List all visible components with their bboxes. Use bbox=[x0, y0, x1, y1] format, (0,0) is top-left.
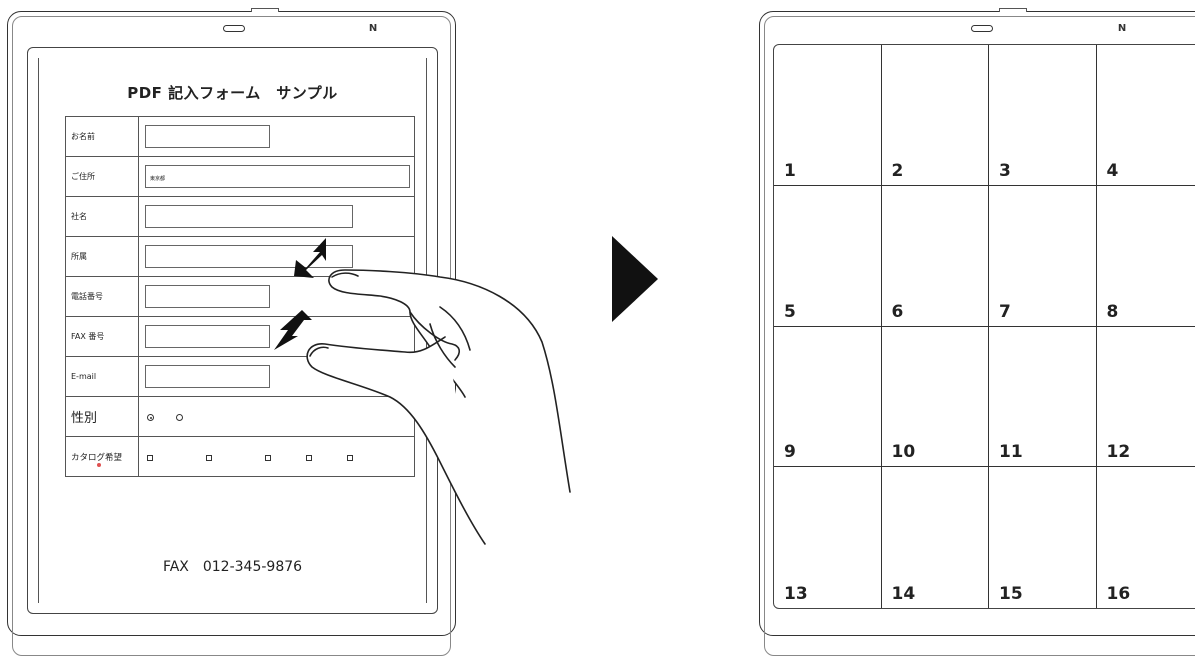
page-number: 7 bbox=[999, 302, 1011, 322]
catalog-checkbox-1[interactable] bbox=[147, 455, 153, 461]
page-number: 3 bbox=[999, 161, 1011, 181]
label-company: 社名 bbox=[66, 197, 139, 237]
form-title: PDF 記入フォーム サンプル bbox=[28, 82, 437, 103]
page-number: 6 bbox=[892, 302, 904, 322]
page-number: 12 bbox=[1107, 442, 1131, 462]
name-input[interactable] bbox=[145, 125, 270, 148]
form-row-address: ご住所 東京都 bbox=[66, 157, 415, 197]
email-input[interactable] bbox=[145, 365, 270, 388]
thumbnail-page[interactable]: 16 bbox=[1097, 467, 1195, 608]
page-number: 2 bbox=[892, 161, 904, 181]
address-input[interactable]: 東京都 bbox=[145, 165, 410, 188]
thumbnail-page[interactable]: 1 bbox=[774, 45, 882, 186]
page-number: 16 bbox=[1107, 584, 1131, 604]
company-input[interactable] bbox=[145, 205, 353, 228]
phone-input[interactable] bbox=[145, 285, 270, 308]
thumbnail-page[interactable]: 9 bbox=[774, 327, 882, 468]
thumbnail-page[interactable]: 2 bbox=[882, 45, 990, 186]
thumbnail-page[interactable]: 8 bbox=[1097, 186, 1195, 327]
thumbnail-page[interactable]: 11 bbox=[989, 327, 1097, 468]
thumbnail-page[interactable]: 7 bbox=[989, 186, 1097, 327]
pinch-in-gesture-icon bbox=[270, 232, 580, 552]
label-department: 所属 bbox=[66, 237, 139, 277]
page-number: 8 bbox=[1107, 302, 1119, 322]
page-number: 4 bbox=[1107, 161, 1119, 181]
required-dot bbox=[97, 463, 101, 467]
power-button bbox=[999, 8, 1027, 12]
thumbnail-page[interactable]: 15 bbox=[989, 467, 1097, 608]
label-address: ご住所 bbox=[66, 157, 139, 197]
fax-number-text: FAX 012-345-9876 bbox=[28, 556, 437, 576]
thumbnail-page[interactable]: 4 bbox=[1097, 45, 1195, 186]
page-number: 9 bbox=[784, 442, 796, 462]
page-number: 5 bbox=[784, 302, 796, 322]
page-number: 13 bbox=[784, 584, 808, 604]
thumbnail-page[interactable]: 5 bbox=[774, 186, 882, 327]
nfc-icon: N bbox=[368, 23, 378, 35]
page-number: 1 bbox=[784, 161, 796, 181]
thumbnail-page[interactable]: 3 bbox=[989, 45, 1097, 186]
label-name: お名前 bbox=[66, 117, 139, 157]
label-phone: 電話番号 bbox=[66, 277, 139, 317]
page-number: 11 bbox=[999, 442, 1023, 462]
label-email: E-mail bbox=[66, 357, 139, 397]
thumbnail-page[interactable]: 6 bbox=[882, 186, 990, 327]
play-arrow-icon bbox=[612, 236, 660, 322]
thumbnail-page[interactable]: 10 bbox=[882, 327, 990, 468]
tablet-device-thumbnail-view: N 1 2 3 4 5 6 7 8 9 10 11 12 13 14 15 16 bbox=[759, 11, 1195, 636]
power-button bbox=[251, 8, 279, 12]
thumbnail-page[interactable]: 12 bbox=[1097, 327, 1195, 468]
label-gender: 性別 bbox=[66, 397, 139, 437]
fax-input[interactable] bbox=[145, 325, 270, 348]
catalog-checkbox-2[interactable] bbox=[206, 455, 212, 461]
thumbnail-page[interactable]: 13 bbox=[774, 467, 882, 608]
page-number: 15 bbox=[999, 584, 1023, 604]
form-row-company: 社名 bbox=[66, 197, 415, 237]
label-fax: FAX 番号 bbox=[66, 317, 139, 357]
gender-radio-2[interactable] bbox=[176, 414, 183, 421]
page-number: 14 bbox=[892, 584, 916, 604]
nfc-icon: N bbox=[1117, 23, 1127, 35]
speaker-slot bbox=[223, 25, 245, 32]
page-thumbnail-grid: 1 2 3 4 5 6 7 8 9 10 11 12 13 14 15 16 bbox=[773, 44, 1195, 609]
page-number: 10 bbox=[892, 442, 916, 462]
label-catalog: カタログ希望 bbox=[66, 437, 139, 477]
form-row-name: お名前 bbox=[66, 117, 415, 157]
label-catalog-text: カタログ希望 bbox=[71, 453, 122, 463]
gender-radio-1[interactable] bbox=[147, 414, 154, 421]
speaker-slot bbox=[971, 25, 993, 32]
thumbnail-page[interactable]: 14 bbox=[882, 467, 990, 608]
page-margin-left bbox=[38, 58, 39, 603]
